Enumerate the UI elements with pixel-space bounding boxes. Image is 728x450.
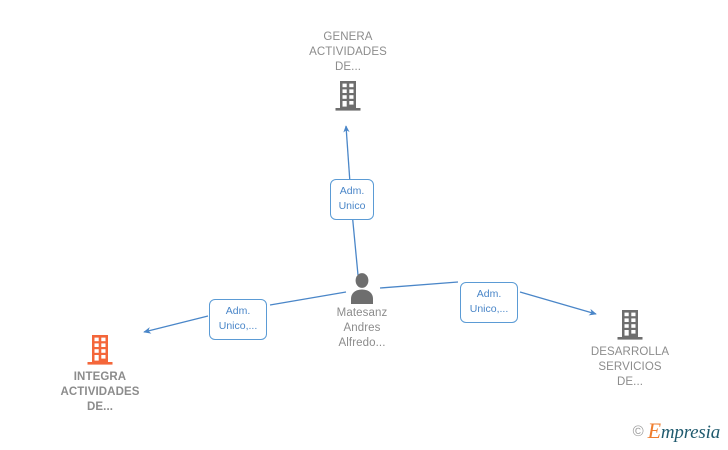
- edge-label-person-to-desarrolla[interactable]: Adm. Unico,...: [460, 282, 518, 323]
- empresia-logo-initial: E: [647, 418, 661, 443]
- edge-label-person-to-genera[interactable]: Adm. Unico: [330, 179, 374, 220]
- node-desarrolla[interactable]: DESARROLLA SERVICIOS DE...: [555, 308, 705, 390]
- edge-label-person-to-integra[interactable]: Adm. Unico,...: [209, 299, 267, 340]
- node-desarrolla-label: DESARROLLA SERVICIOS DE...: [590, 346, 670, 388]
- node-integra[interactable]: INTEGRA ACTIVIDADES DE...: [25, 333, 175, 415]
- empresia-watermark: © Empresia: [632, 418, 721, 443]
- edge-person-to-integra[interactable]: [143, 291, 347, 334]
- copyright-icon: ©: [632, 422, 644, 440]
- empresia-logo-rest: mpresia: [660, 422, 720, 443]
- node-genera-label: GENERA ACTIVIDADES DE...: [309, 31, 387, 73]
- person-icon: [287, 272, 437, 304]
- node-integra-label: INTEGRA ACTIVIDADES DE...: [60, 371, 140, 413]
- building-icon: [273, 75, 423, 113]
- building-icon: [25, 333, 175, 367]
- edge-person-to-desarrolla[interactable]: [379, 281, 597, 316]
- node-person-label: Matesanz Andres Alfredo...: [336, 307, 388, 349]
- building-icon: [555, 308, 705, 342]
- empresia-logo: Empresia: [647, 418, 721, 443]
- node-genera[interactable]: GENERA ACTIVIDADES DE...: [273, 30, 423, 113]
- edge-person-to-genera[interactable]: [343, 125, 359, 276]
- node-person-matesanz[interactable]: Matesanz Andres Alfredo...: [287, 272, 437, 351]
